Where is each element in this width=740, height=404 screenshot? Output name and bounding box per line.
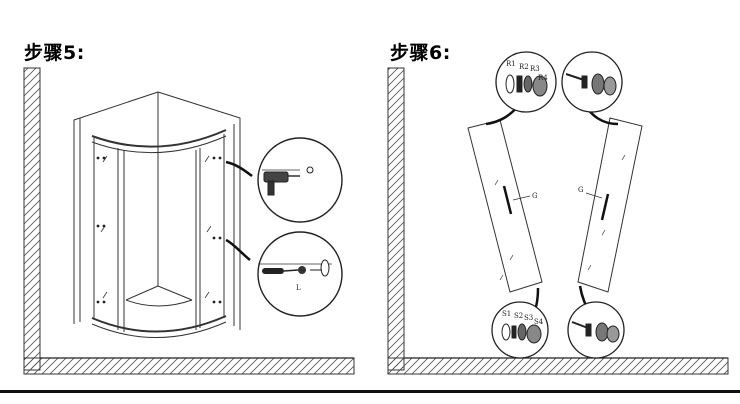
screwdriver-callout: L [257,231,343,317]
roller-callout-bottom-left: S1 S2 S3 S4 [491,301,549,359]
handle-label-left: G [532,192,538,200]
wall-hatch [387,67,405,371]
svg-text:S3: S3 [524,314,533,322]
drill-icon [263,171,300,196]
step-6-panel: 步骤6: G G [370,0,740,390]
floor-hatch [23,357,355,375]
wall-hatch [23,67,41,371]
svg-text:R3: R3 [530,65,540,73]
step-6-title: 步骤6: [390,42,451,64]
svg-text:S2: S2 [514,312,523,320]
right-glass-panel [577,117,643,293]
svg-text:R4: R4 [538,74,548,82]
screwdriver-icon [262,268,299,274]
step-5-diagram: L [23,67,355,375]
svg-text:R1: R1 [506,60,516,68]
step-5-panel: 步骤5: [0,0,370,390]
roller-callout-top-right [561,51,623,113]
roller-callout-top-left: R1 R2 R3 R4 [495,51,557,113]
step-6-diagram: G G R1 R2 R3 R4 [387,51,729,375]
svg-text:S4: S4 [534,318,544,326]
step-5-title: 步骤5: [24,42,85,64]
door-handle [600,193,610,221]
roller-callout-bottom-right [567,301,625,359]
svg-text:S1: S1 [502,310,511,318]
svg-text:R2: R2 [519,63,529,71]
handle-label-right: G [578,186,584,194]
screw-label: L [296,284,301,292]
floor-hatch [387,357,729,375]
hinge-dots [96,156,222,304]
drill-callout [257,137,343,223]
roller-parts-icon [505,74,548,97]
shower-enclosure [73,91,241,338]
left-glass-panel [467,119,543,293]
bottom-divider [0,390,740,393]
door-handle [502,185,513,215]
